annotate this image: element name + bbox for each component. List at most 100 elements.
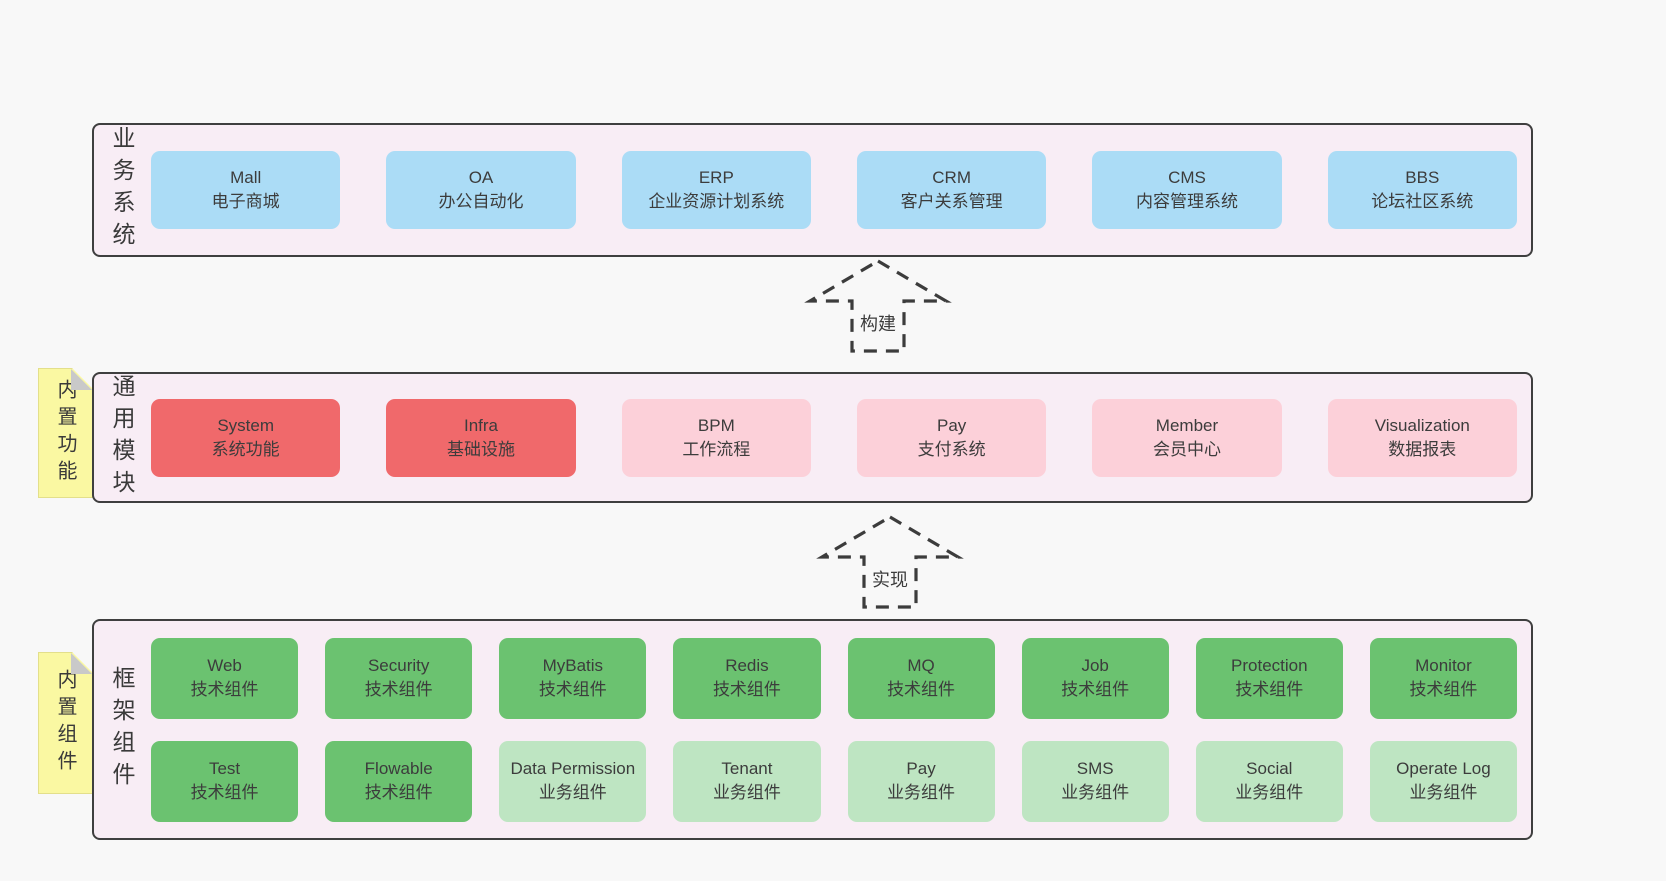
- box-title: Mall: [230, 168, 262, 188]
- sticky-note-built-in-components: 内置组件: [38, 652, 93, 794]
- box-subtitle: 电子商城: [211, 192, 280, 211]
- panel-title: 业务系统: [109, 126, 135, 254]
- box-job: Job 技术组件: [1021, 637, 1169, 719]
- box-title: Pay: [906, 759, 936, 779]
- box-sms: SMS 业务组件: [1021, 740, 1169, 822]
- box-subtitle: 技术组件: [1235, 680, 1304, 699]
- box-cms: CMS 内容管理系统: [1092, 151, 1282, 229]
- box-subtitle: 业务组件: [712, 783, 781, 802]
- box-subtitle: 办公自动化: [438, 192, 524, 211]
- box-redis: Redis 技术组件: [673, 637, 821, 719]
- box-title: System: [217, 415, 274, 435]
- box-subtitle: 业务组件: [538, 783, 607, 802]
- box-title: Member: [1155, 415, 1219, 435]
- box-subtitle: 内容管理系统: [1135, 192, 1238, 211]
- box-title: Pay: [937, 415, 967, 435]
- box-oa: OA 办公自动化: [386, 151, 576, 229]
- box-title: Operate Log: [1396, 759, 1491, 779]
- box-web: Web 技术组件: [151, 637, 299, 719]
- box-title: Data Permission: [510, 759, 636, 779]
- box-title: OA: [468, 168, 494, 188]
- sticky-note-built-in-features: 内置功能: [38, 368, 93, 498]
- box-subtitle: 技术组件: [538, 680, 607, 699]
- box-title: Flowable: [364, 759, 433, 779]
- box-subtitle: 业务组件: [1235, 783, 1304, 802]
- box-subtitle: 业务组件: [1409, 783, 1478, 802]
- box-title: Web: [207, 656, 242, 676]
- box-title: Tenant: [721, 759, 773, 779]
- box-mq: MQ 技术组件: [847, 637, 995, 719]
- box-subtitle: 论坛社区系统: [1371, 192, 1474, 211]
- box-title: Job: [1081, 656, 1109, 676]
- box-erp: ERP 企业资源计划系统: [621, 151, 811, 229]
- box-subtitle: 基础设施: [446, 439, 515, 459]
- box-subtitle: 技术组件: [887, 680, 956, 699]
- box-subtitle: 数据报表: [1388, 439, 1457, 459]
- box-subtitle: 技术组件: [190, 680, 259, 699]
- box-subtitle: 技术组件: [364, 783, 433, 802]
- box-subtitle: 工作流程: [682, 439, 751, 459]
- box-system: System 系统功能: [151, 398, 341, 477]
- box-title: CMS: [1168, 168, 1206, 188]
- box-subtitle: 会员中心: [1152, 439, 1221, 459]
- box-flowable: Flowable 技术组件: [325, 740, 473, 822]
- box-subtitle: 系统功能: [211, 439, 280, 459]
- box-title: Social: [1246, 759, 1293, 779]
- build-arrow: 构建: [798, 258, 958, 354]
- box-mall: Mall 电子商城: [151, 151, 341, 229]
- box-data-permission: Data Permission 业务组件: [499, 740, 647, 822]
- box-subtitle: 技术组件: [190, 783, 259, 802]
- box-title: Security: [367, 656, 430, 676]
- box-protection: Protection 技术组件: [1195, 637, 1343, 719]
- box-title: BBS: [1405, 168, 1440, 188]
- box-title: Protection: [1231, 656, 1308, 676]
- box-mybatis: MyBatis 技术组件: [499, 637, 647, 719]
- box-subtitle: 技术组件: [1409, 680, 1478, 699]
- box-subtitle: 技术组件: [1061, 680, 1130, 699]
- panel-title: 通用模块: [109, 373, 135, 502]
- folded-corner-icon: [71, 653, 92, 674]
- box-subtitle: 业务组件: [887, 783, 956, 802]
- folded-corner-icon: [71, 369, 92, 390]
- box-security: Security 技术组件: [325, 637, 473, 719]
- box-member: Member 会员中心: [1092, 398, 1282, 477]
- box-title: BPM: [697, 415, 735, 435]
- dashed-up-arrow-icon: [816, 515, 964, 609]
- box-subtitle: 业务组件: [1061, 783, 1130, 802]
- box-test: Test 技术组件: [151, 740, 299, 822]
- box-title: Redis: [725, 656, 769, 676]
- box-title: SMS: [1076, 759, 1114, 779]
- dashed-up-arrow-icon: [804, 259, 952, 353]
- sticky-note-label: 内置功能: [54, 379, 76, 487]
- box-operate-log: Operate Log 业务组件: [1369, 740, 1517, 822]
- box-bbs: BBS 论坛社区系统: [1327, 151, 1517, 229]
- box-pay: Pay 业务组件: [847, 740, 995, 822]
- implement-arrow-label: 实现: [869, 566, 911, 592]
- box-tenant: Tenant 业务组件: [673, 740, 821, 822]
- box-title: ERP: [698, 168, 734, 188]
- sticky-note-label: 内置组件: [54, 669, 76, 777]
- box-subtitle: 企业资源计划系统: [648, 192, 785, 211]
- box-subtitle: 技术组件: [712, 680, 781, 699]
- implement-arrow: 实现: [810, 514, 970, 610]
- box-title: CRM: [932, 168, 971, 188]
- build-arrow-label: 构建: [857, 310, 899, 336]
- box-subtitle: 技术组件: [364, 680, 433, 699]
- box-title: Infra: [463, 415, 498, 435]
- box-title: Test: [208, 759, 241, 779]
- box-infra: Infra 基础设施: [386, 398, 576, 477]
- box-title: MQ: [907, 656, 935, 676]
- box-title: MyBatis: [542, 656, 604, 676]
- panel-title: 框架组件: [109, 665, 135, 794]
